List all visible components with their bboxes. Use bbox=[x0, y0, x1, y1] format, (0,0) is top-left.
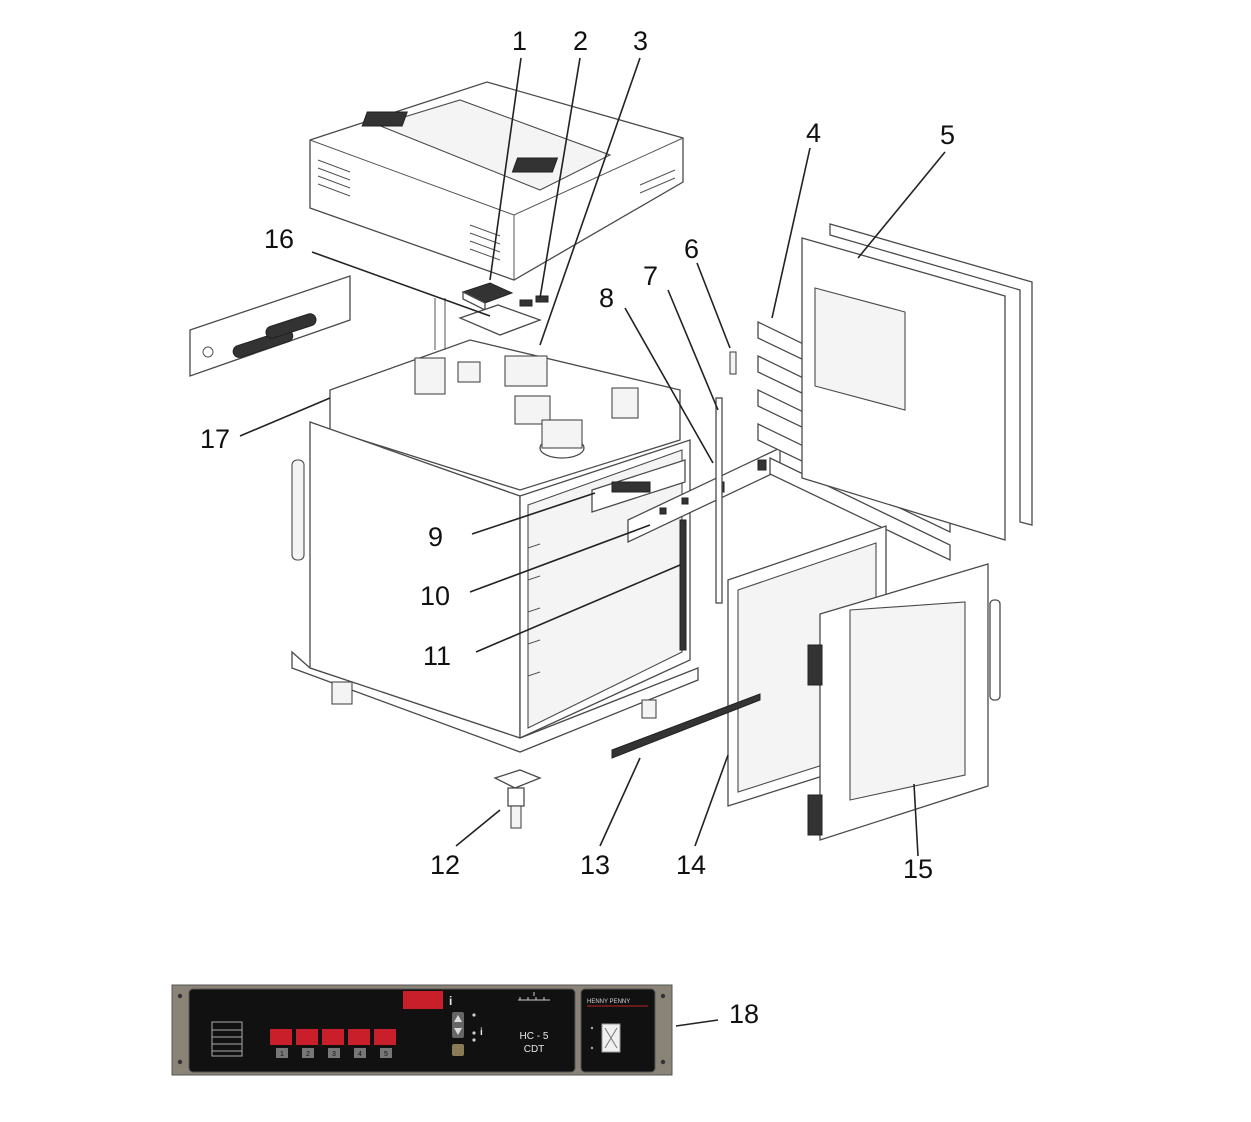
callout-13: 13 bbox=[580, 850, 610, 880]
callout-numbers: 1 2 3 4 5 6 7 8 9 10 11 12 13 14 15 16 1… bbox=[200, 26, 955, 1029]
timer-button-3[interactable] bbox=[328, 1048, 340, 1058]
callout-3: 3 bbox=[633, 26, 648, 56]
cabinet-icon bbox=[211, 1021, 243, 1057]
timer-button-5-label: 5 bbox=[384, 1051, 388, 1058]
callout-17: 17 bbox=[200, 424, 230, 454]
rear-heater-panel bbox=[189, 275, 351, 377]
control-panel: i 1 2 3 4 5 bbox=[171, 984, 673, 1076]
model-name: HC - 5 bbox=[520, 1031, 549, 1042]
timer-button-5[interactable] bbox=[380, 1048, 392, 1058]
timer-button-2-label: 2 bbox=[306, 1051, 310, 1058]
brand-logo: HENNY PENNY bbox=[587, 999, 630, 1005]
callout-15: 15 bbox=[903, 854, 933, 884]
timer-displays bbox=[270, 1029, 396, 1045]
humidity-scale-icon bbox=[518, 992, 550, 1001]
callout-18: 18 bbox=[729, 999, 759, 1029]
control-board-part-1 bbox=[461, 282, 514, 312]
door bbox=[807, 563, 1001, 841]
cabinet-internals bbox=[329, 298, 681, 491]
gasket-strip bbox=[611, 693, 761, 759]
timer-button-1[interactable] bbox=[276, 1048, 288, 1058]
top-cover bbox=[309, 81, 684, 281]
up-down-buttons bbox=[452, 1012, 464, 1056]
timer-button-4[interactable] bbox=[354, 1048, 366, 1058]
svg-text:i: i bbox=[480, 1027, 483, 1038]
callout-7: 7 bbox=[643, 261, 658, 291]
arrow-up-icon[interactable] bbox=[454, 1015, 462, 1022]
callout-9: 9 bbox=[428, 522, 443, 552]
info-icon: i bbox=[449, 994, 452, 1008]
cabinet-body bbox=[291, 421, 699, 753]
timer-button-3-label: 3 bbox=[332, 1051, 336, 1058]
leader-lines bbox=[239, 57, 946, 1027]
indicator-lights: i bbox=[472, 1013, 483, 1042]
callout-4: 4 bbox=[806, 118, 821, 148]
temperature-display bbox=[403, 991, 443, 1009]
callout-8: 8 bbox=[599, 283, 614, 313]
timer-button-1-label: 1 bbox=[280, 1051, 284, 1058]
relay-part-2 bbox=[519, 295, 549, 307]
arrow-down-icon[interactable] bbox=[454, 1028, 462, 1035]
callout-11: 11 bbox=[423, 641, 451, 671]
timer-buttons: 1 2 3 4 5 bbox=[276, 1048, 392, 1058]
back-panel bbox=[801, 223, 1033, 541]
timer-button-2[interactable] bbox=[302, 1048, 314, 1058]
door-rods bbox=[679, 351, 737, 651]
model-variant: CDT bbox=[524, 1044, 545, 1055]
callout-10: 10 bbox=[420, 581, 450, 611]
enter-button[interactable] bbox=[452, 1044, 464, 1056]
callout-5: 5 bbox=[940, 120, 955, 150]
leg bbox=[493, 769, 542, 829]
callout-6: 6 bbox=[684, 234, 699, 264]
control-bracket bbox=[591, 446, 781, 544]
timer-button-4-label: 4 bbox=[358, 1051, 362, 1058]
callout-2: 2 bbox=[573, 26, 588, 56]
callout-1: 1 bbox=[512, 26, 527, 56]
callout-14: 14 bbox=[676, 850, 706, 880]
callout-16: 16 bbox=[264, 224, 294, 254]
callout-12: 12 bbox=[430, 850, 460, 880]
